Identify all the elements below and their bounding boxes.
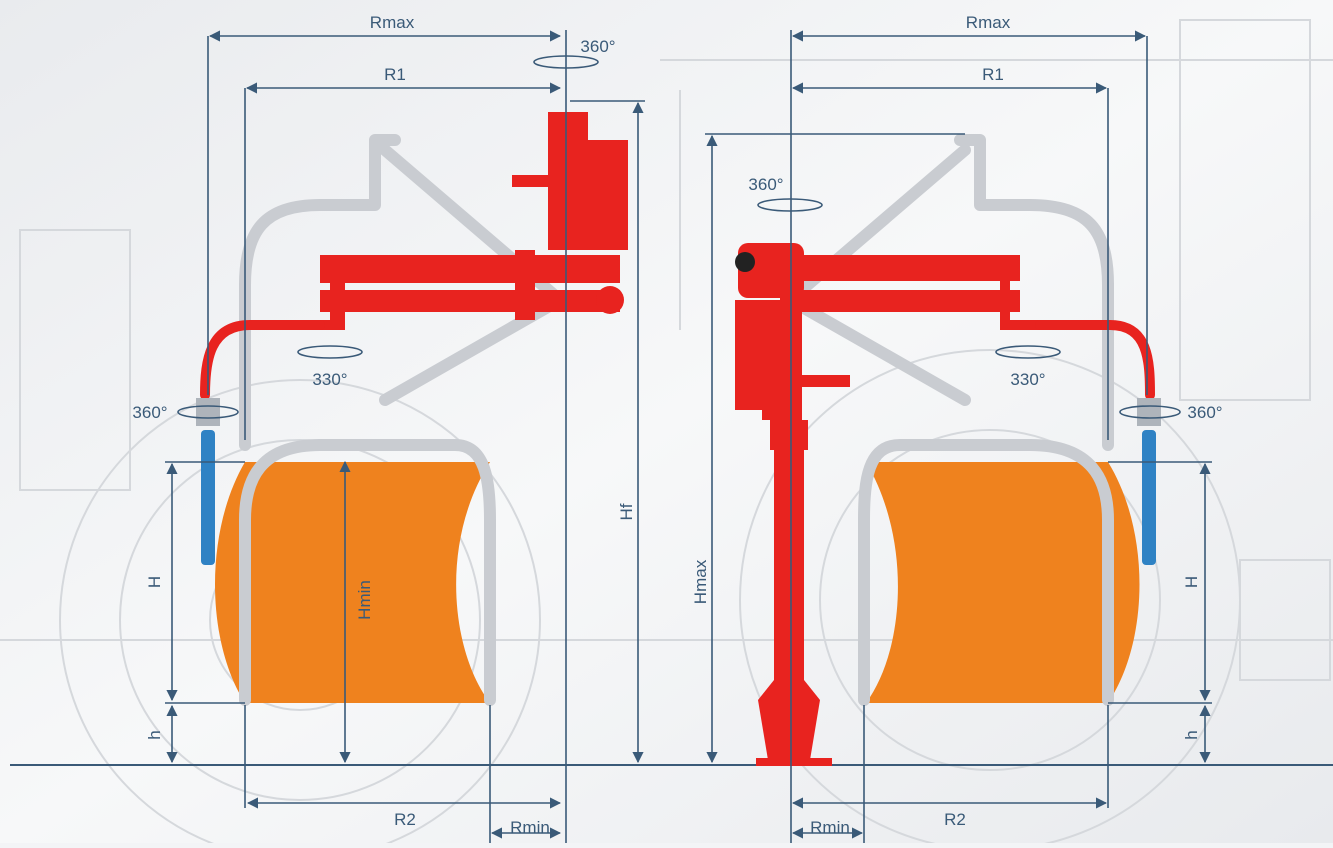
right-blue-tool <box>1142 430 1156 565</box>
right-machine: Rmax R1 R2 Rmin 360° 330° 360° Hmax H h <box>691 13 1223 843</box>
left-rmin-label: Rmin <box>510 818 550 837</box>
left-blue-tool <box>201 430 215 565</box>
left-dimension-lines <box>165 30 645 843</box>
right-h-upper-label: H <box>1182 576 1201 588</box>
right-rotation-top-icon <box>757 198 823 212</box>
left-h-lower-label: h <box>145 730 164 739</box>
left-red-arm <box>290 112 628 330</box>
left-rot-top-label: 360° <box>580 37 615 56</box>
right-rot-tool-label: 360° <box>1187 403 1222 422</box>
right-tool-coupler <box>1137 398 1161 426</box>
left-rmax-label: Rmax <box>370 13 415 32</box>
right-rotation-mid-icon <box>995 345 1061 359</box>
right-rot-mid-label: 330° <box>1010 370 1045 389</box>
left-red-hose <box>200 320 325 400</box>
right-red-hose <box>1035 320 1155 400</box>
right-hmax-label: Hmax <box>691 559 710 604</box>
right-rmin-label: Rmin <box>810 818 850 837</box>
left-rot-tool-label: 360° <box>132 403 167 422</box>
left-hf-label: Hf <box>617 503 636 520</box>
left-tool-coupler <box>196 398 220 426</box>
right-rotation-tool-icon <box>1119 405 1181 419</box>
left-working-zone <box>215 462 490 703</box>
right-r1-label: R1 <box>982 65 1004 84</box>
left-h-upper-label: H <box>145 576 164 588</box>
right-h-lower-label: h <box>1182 730 1201 739</box>
left-rotation-mid-icon <box>297 345 363 359</box>
left-r1-label: R1 <box>384 65 406 84</box>
right-rmax-label: Rmax <box>966 13 1011 32</box>
left-rot-mid-label: 330° <box>312 370 347 389</box>
left-hmin-label: Hmin <box>355 580 374 620</box>
right-rot-top-label: 360° <box>748 175 783 194</box>
right-working-zone <box>866 462 1140 703</box>
left-machine: Rmax R1 R2 Rmin 360° 330° 360° Hf Hmin H… <box>132 13 645 843</box>
left-rotation-tool-icon <box>177 405 239 419</box>
right-dimension-lines <box>705 30 1212 843</box>
left-r2-label: R2 <box>394 810 416 829</box>
right-red-column <box>735 243 1050 766</box>
right-r2-label: R2 <box>944 810 966 829</box>
left-rotation-top-icon <box>533 55 599 69</box>
